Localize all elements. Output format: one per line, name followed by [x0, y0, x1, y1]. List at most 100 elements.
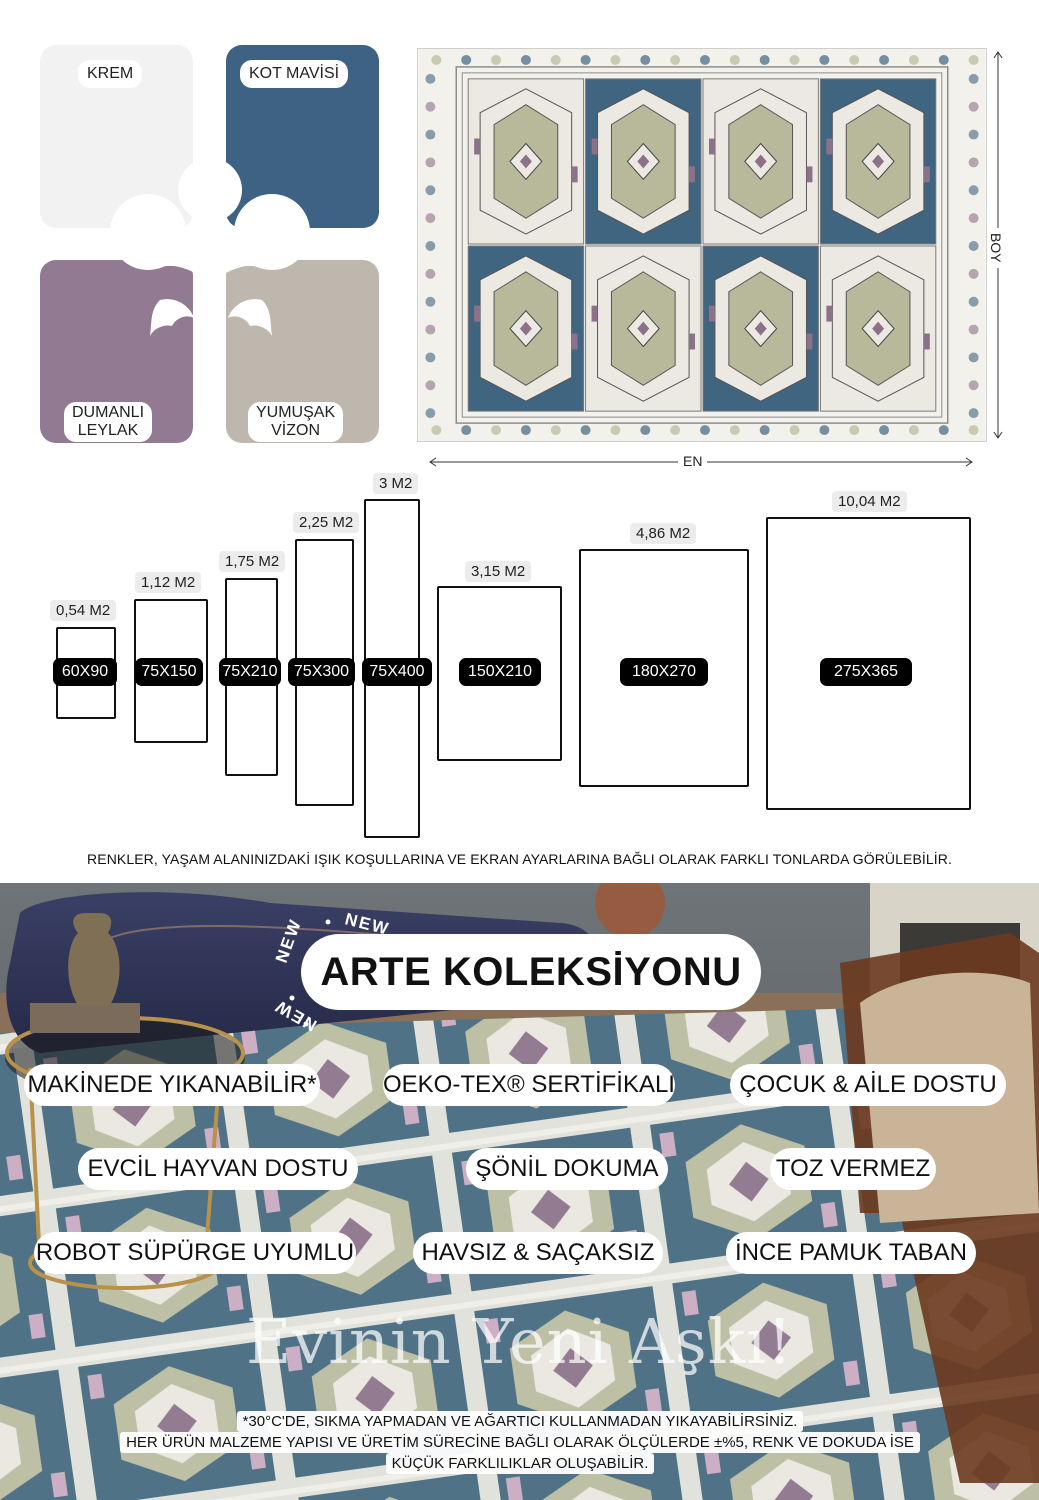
- footnote-line-1: *30°C'DE, SIKMA YAPMADAN VE AĞARTICI KUL…: [236, 1411, 804, 1432]
- rug-border-motif: [968, 425, 979, 436]
- size-area-label: 1,12 M2: [135, 572, 202, 593]
- rug-border-motif: [729, 425, 740, 436]
- rug-border-motif: [849, 425, 860, 436]
- feature-pill: ŞÖNİL DOKUMA: [466, 1148, 668, 1190]
- size-label[interactable]: 180X270: [620, 658, 708, 686]
- rug-border-motif: [461, 54, 472, 65]
- rug-border-motif: [520, 54, 531, 65]
- badge-dot: [289, 995, 295, 1001]
- rug-accent: [708, 138, 715, 155]
- collection-title: ARTE KOLEKSİYONU: [301, 934, 761, 1010]
- size-area-label: 3 M2: [373, 473, 419, 494]
- new-badge-text: NEW: [271, 996, 320, 1035]
- rug-border-motif: [425, 268, 436, 279]
- footnote: *30°C'DE, SIKMA YAPMADAN VE AĞARTICI KUL…: [60, 1411, 980, 1474]
- rug-border-motif: [729, 54, 740, 65]
- height-label: BOY: [988, 228, 1004, 268]
- rug-accent: [806, 333, 813, 350]
- rug-border-motif: [968, 352, 979, 363]
- rug-border-motif: [700, 54, 710, 65]
- swatch-label-krem: KREM: [78, 60, 143, 88]
- rug-border-motif: [968, 185, 979, 196]
- rug-diamond-center: [872, 154, 885, 169]
- size-area-label: 4,86 M2: [630, 523, 697, 544]
- rug-preview-image: [417, 48, 987, 442]
- rug-border-motif: [968, 213, 979, 224]
- size-area-label: 2,25 M2: [293, 512, 360, 533]
- badge-dot: [325, 919, 331, 925]
- size-area-label: 0,54 M2: [50, 600, 117, 621]
- size-label[interactable]: 150X210: [459, 658, 541, 686]
- rug-border-motif: [580, 425, 591, 436]
- width-label: EN: [678, 453, 708, 469]
- new-badge-text: NEW: [272, 916, 305, 965]
- rug-accent: [474, 305, 481, 322]
- rug-border-motif: [670, 54, 681, 65]
- size-area-label: 3,15 M2: [465, 561, 532, 582]
- rug-border-motif: [610, 425, 621, 436]
- rug-border-motif: [879, 54, 890, 65]
- rug-accent: [591, 138, 598, 155]
- rug-border-motif: [968, 380, 979, 391]
- size-area-label: 1,75 M2: [219, 551, 286, 572]
- rug-border-motif: [789, 54, 800, 65]
- footnote-line-3: KÜÇÜK FARKLILIKLAR OLUŞABİLİR.: [385, 1453, 655, 1474]
- rug-border-motif: [520, 425, 531, 436]
- slogan: Evinin Yeni Aşkı!: [245, 1305, 794, 1378]
- rug-accent: [689, 333, 696, 350]
- feature-pill: ÇOCUK & AİLE DOSTU: [730, 1064, 1006, 1106]
- rug-border-motif: [759, 54, 770, 65]
- swatch-label-kot-mavisi: KOT MAVİSİ: [240, 60, 349, 88]
- rug-border-motif: [670, 425, 681, 436]
- size-label[interactable]: 75X300: [288, 658, 355, 686]
- size-area-label: 10,04 M2: [832, 491, 907, 512]
- rug-accent: [923, 166, 930, 183]
- color-disclaimer: RENKLER, YAŞAM ALANINIZDAKİ IŞIK KOŞULLA…: [87, 851, 952, 867]
- rug-border-motif: [425, 157, 436, 168]
- rug-accent: [826, 138, 833, 155]
- rug-border-motif: [968, 129, 979, 140]
- rug-border-motif: [968, 408, 979, 419]
- size-label[interactable]: 75X150: [135, 658, 203, 686]
- rug-accent: [708, 305, 715, 322]
- rug-border-motif: [425, 352, 436, 363]
- rug-inner-frame: [461, 72, 943, 418]
- swatch-kot-mavisi[interactable]: KOT MAVİSİ: [226, 45, 379, 228]
- height-dimension: BOY: [988, 50, 1008, 440]
- rug-border-motif: [640, 425, 651, 436]
- rug-border-motif: [550, 425, 561, 436]
- rug-border-motif: [580, 54, 591, 65]
- rug-border-motif: [425, 185, 436, 196]
- size-label[interactable]: 75X210: [219, 658, 281, 686]
- feature-pill: MAKİNEDE YIKANABİLİR*: [24, 1064, 320, 1106]
- rug-border-motif: [968, 324, 979, 335]
- rug-border-motif: [789, 425, 800, 436]
- size-label[interactable]: 275X365: [820, 658, 912, 686]
- rug-border-motif: [879, 425, 890, 436]
- rug-border-motif: [700, 425, 710, 436]
- rug-border-motif: [968, 54, 979, 65]
- rug-border-motif: [425, 380, 436, 391]
- width-dimension: EN: [428, 452, 974, 472]
- rug-border-motif: [968, 101, 979, 112]
- size-label[interactable]: 75X400: [362, 658, 432, 686]
- rug-border-motif: [431, 54, 442, 65]
- footnote-line-2: HER ÜRÜN MALZEME YAPISI VE ÜRETİM SÜRECİ…: [120, 1432, 920, 1453]
- rug-border-motif: [968, 296, 979, 307]
- feature-pill: HAVSIZ & SAÇAKSIZ: [413, 1232, 663, 1274]
- rug-border-motif: [968, 241, 979, 251]
- size-label[interactable]: 60X90: [53, 658, 117, 686]
- rug-border-motif: [968, 73, 979, 84]
- rug-border-motif: [849, 54, 860, 65]
- rug-border-motif: [968, 268, 979, 279]
- rug-border-motif: [640, 54, 651, 65]
- feature-pill: İNCE PAMUK TABAN: [726, 1232, 976, 1274]
- rug-accent: [591, 305, 598, 322]
- swatch-krem[interactable]: KREM: [40, 45, 193, 228]
- rug-accent: [806, 166, 813, 183]
- rug-accent: [571, 166, 578, 183]
